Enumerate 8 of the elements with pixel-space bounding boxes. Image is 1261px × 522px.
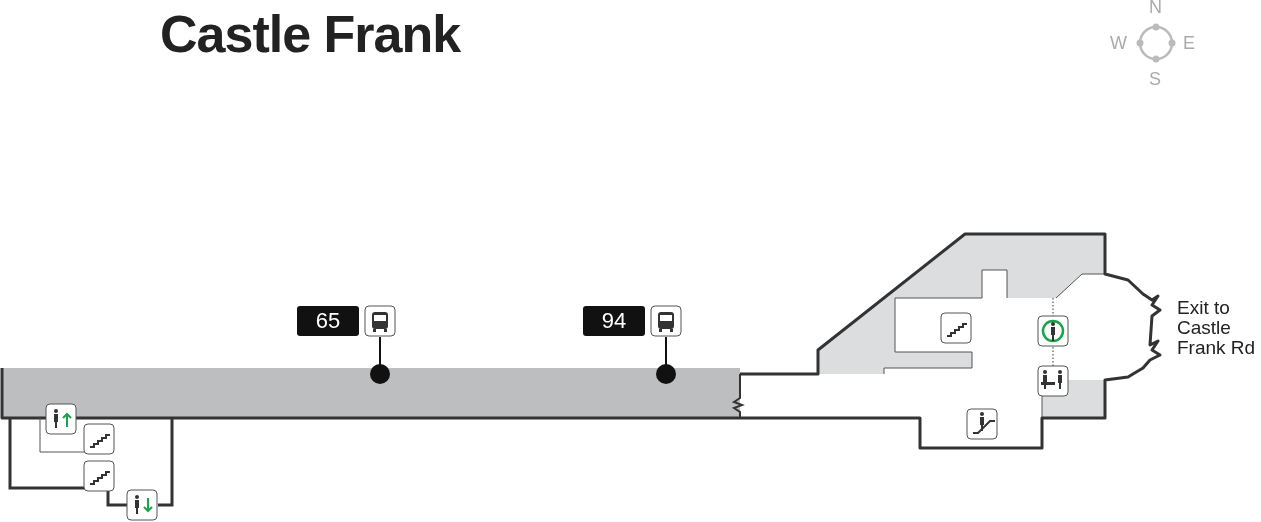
compass-letter: S: [1149, 70, 1161, 88]
route-number: 94: [583, 306, 645, 336]
route-number: 65: [297, 306, 359, 336]
compass-letter: W: [1110, 34, 1127, 52]
station-title: Castle Frank: [160, 4, 461, 64]
compass-letter: E: [1183, 34, 1195, 52]
compass-letter: N: [1149, 0, 1162, 16]
exit-label: Exit to Castle Frank Rd: [1177, 298, 1257, 358]
